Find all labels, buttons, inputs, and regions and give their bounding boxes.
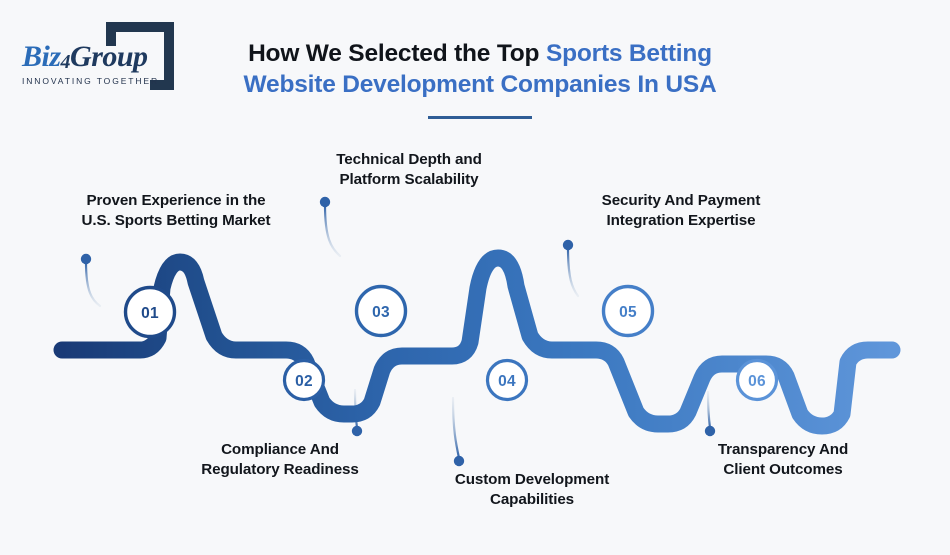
node-circle-05[interactable]: 05	[601, 284, 655, 338]
node-label-03: 03	[372, 304, 390, 321]
page-title: How We Selected the Top Sports Betting W…	[200, 38, 760, 119]
node-label-01: 01	[141, 305, 159, 322]
connector-05	[562, 239, 580, 298]
node-label-04: 04	[498, 373, 516, 390]
logo-word-group: Group	[70, 40, 148, 73]
title-divider	[428, 116, 532, 119]
step-label-03: Technical Depth and Platform Scalability	[336, 151, 482, 188]
connector-04	[451, 396, 465, 467]
node-circle-06[interactable]: 06	[735, 358, 779, 402]
logo-mark-icon	[106, 22, 174, 90]
connector-03	[319, 196, 342, 258]
node-circle-01[interactable]: 01	[123, 285, 177, 339]
step-label-04: Custom Development Capabilities	[454, 471, 610, 508]
step-label-01: Proven Experience in the U.S. Sports Bet…	[81, 192, 271, 229]
logo-tagline: INNOVATING TOGETHER	[22, 76, 160, 86]
step-label-06: Transparency And Client Outcomes	[717, 441, 849, 478]
brand-logo: Biz4Group INNOVATING TOGETHER	[18, 18, 183, 96]
title-plain-text: How We Selected the Top	[248, 40, 546, 67]
node-label-02: 02	[295, 373, 313, 390]
node-circle-02[interactable]: 02	[282, 358, 326, 402]
step-label-05: Security And Payment Integration Experti…	[601, 192, 761, 229]
connector-06	[704, 390, 716, 437]
node-label-06: 06	[748, 373, 766, 390]
logo-wordmark: Biz4Group	[22, 40, 172, 73]
logo-text: Biz4Group INNOVATING TOGETHER	[22, 40, 172, 87]
node-label-05: 05	[619, 304, 637, 321]
node-circle-04[interactable]: 04	[485, 358, 529, 402]
node-circle-03[interactable]: 03	[354, 284, 408, 338]
step-label-02: Compliance And Regulatory Readiness	[201, 441, 359, 478]
title-line-1: How We Selected the Top Sports Betting	[200, 38, 760, 69]
title-line-2: Website Development Companies In USA	[243, 71, 717, 98]
logo-word-four: 4	[60, 51, 71, 73]
title-accent-text-1: Sports Betting	[545, 40, 712, 67]
wave-path	[53, 249, 901, 435]
connector-01	[80, 253, 102, 308]
logo-word-biz: Biz	[22, 40, 61, 73]
